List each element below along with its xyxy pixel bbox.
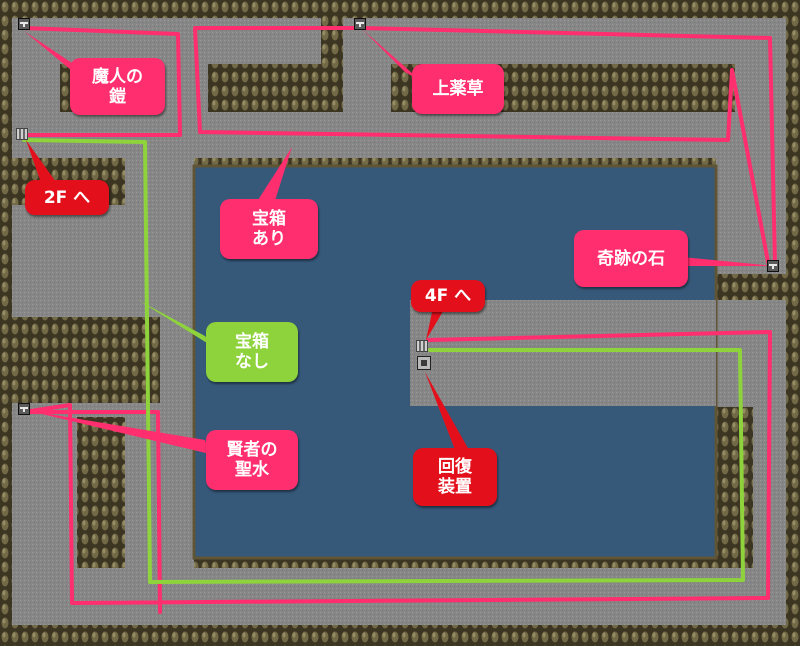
callout-herb: 上薬草 bbox=[412, 64, 504, 114]
callout-sage-water: 賢者の 聖水 bbox=[206, 430, 298, 490]
stairs-icon[interactable] bbox=[416, 340, 428, 352]
callout-majin-armor: 魔人の 鎧 bbox=[70, 58, 165, 115]
stairs-icon[interactable] bbox=[16, 128, 28, 140]
treasure-chest-icon[interactable] bbox=[767, 260, 779, 272]
route-pink bbox=[22, 26, 777, 614]
treasure-chest-icon[interactable] bbox=[354, 18, 366, 30]
callout-recovery-device: 回復 装置 bbox=[413, 448, 497, 506]
recovery-device-icon[interactable] bbox=[417, 356, 431, 370]
callout-to-2f: 2F へ bbox=[25, 180, 109, 215]
callout-no-chest: 宝箱 なし bbox=[206, 322, 298, 382]
callout-chest-present: 宝箱 あり bbox=[220, 199, 318, 259]
stairs-floor bbox=[410, 300, 716, 406]
treasure-chest-icon[interactable] bbox=[18, 403, 30, 415]
callout-miracle-stone: 奇跡の石 bbox=[574, 230, 688, 287]
callout-to-4f: 4F へ bbox=[411, 280, 485, 312]
treasure-chest-icon[interactable] bbox=[18, 18, 30, 30]
callout-tails bbox=[24, 29, 774, 454]
route-green bbox=[22, 138, 745, 584]
